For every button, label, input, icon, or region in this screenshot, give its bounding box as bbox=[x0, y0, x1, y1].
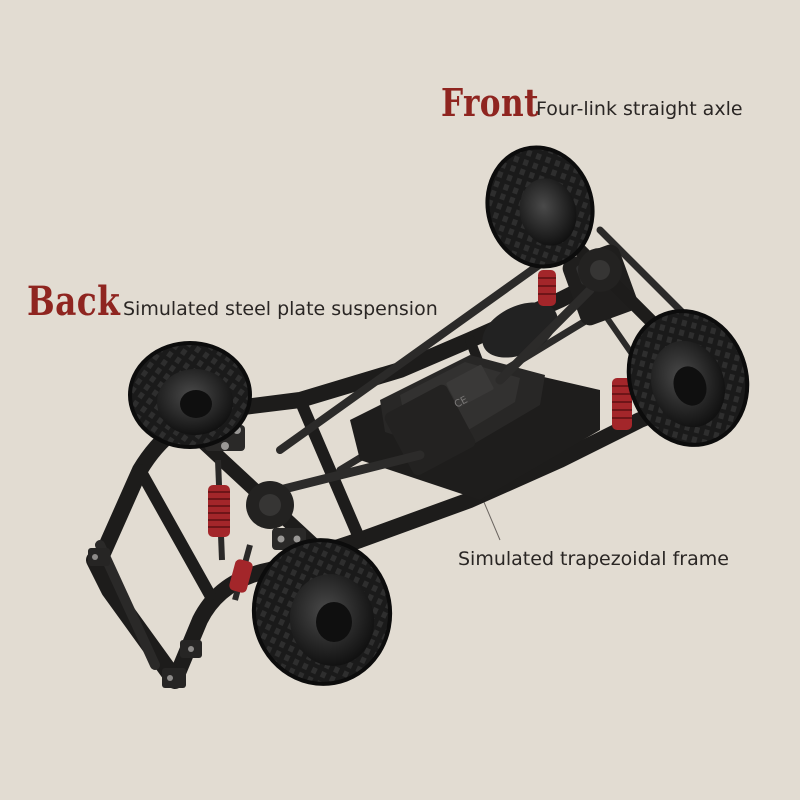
back-description: Simulated steel plate suspension bbox=[123, 298, 438, 320]
front-description: Four-link straight axle bbox=[536, 98, 743, 120]
rear-left-wheel bbox=[128, 341, 252, 449]
rear-shock-2 bbox=[229, 544, 253, 601]
rear-shock-1 bbox=[208, 459, 230, 561]
frame-description: Simulated trapezoidal frame bbox=[458, 548, 729, 570]
rear-bumper-mounts bbox=[88, 548, 202, 688]
front-heading: Front bbox=[441, 80, 539, 125]
electronics-box bbox=[384, 384, 476, 476]
rear-axle bbox=[183, 423, 337, 567]
front-right-wheel bbox=[626, 309, 750, 447]
back-heading: Back bbox=[27, 278, 121, 325]
front-left-wheel bbox=[485, 145, 595, 269]
front-shock-1 bbox=[538, 270, 556, 306]
rear-right-wheel bbox=[251, 538, 393, 686]
